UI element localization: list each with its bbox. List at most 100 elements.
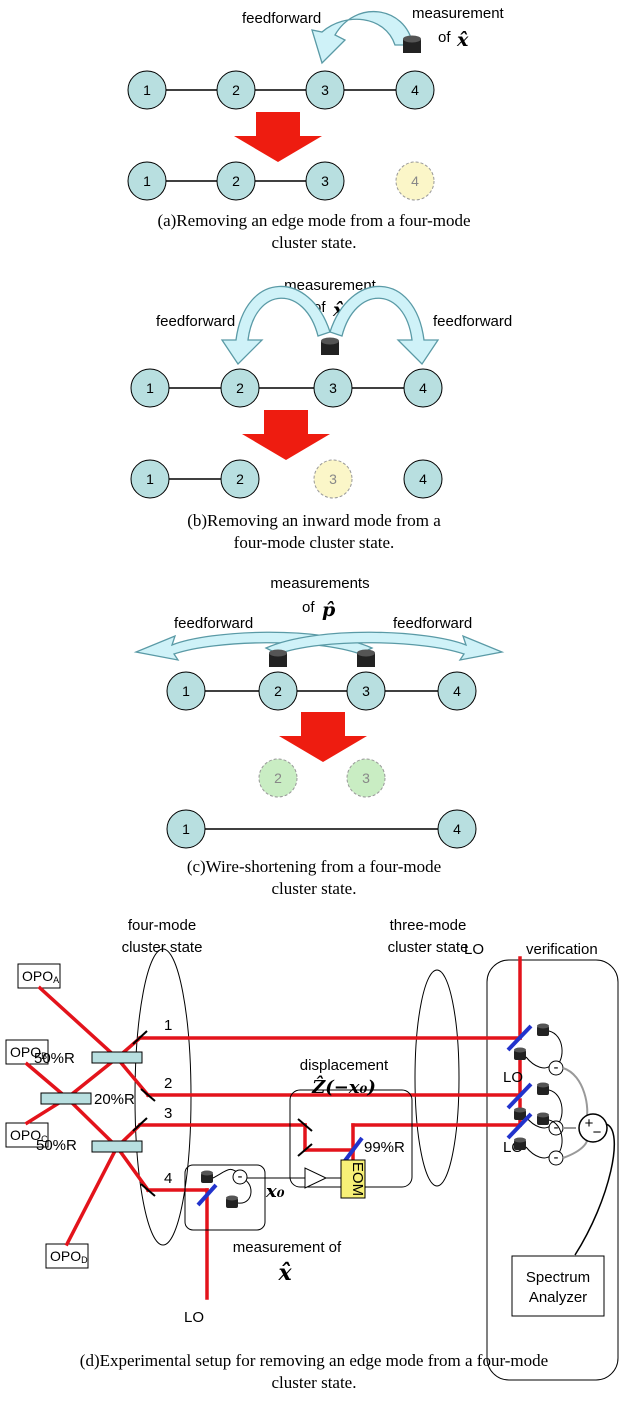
subtractor-node xyxy=(232,1169,248,1185)
svg-text:OPOC: OPOC xyxy=(10,1127,48,1144)
svg-text:2: 2 xyxy=(274,770,282,786)
bs-50-top-label: 50%R xyxy=(34,1050,75,1067)
svg-text:2: 2 xyxy=(232,173,240,189)
panel-c: measurements of 𝒑̂ feedforward feedforwa… xyxy=(133,575,505,898)
measurements-label: measurements xyxy=(270,575,369,592)
svg-text:1: 1 xyxy=(182,821,190,837)
svg-text:1: 1 xyxy=(143,173,151,189)
svg-text:3: 3 xyxy=(329,471,337,487)
verification-box xyxy=(486,959,619,1381)
node-1: 1 xyxy=(127,161,167,201)
svg-text:1: 1 xyxy=(143,82,151,98)
svg-text:1: 1 xyxy=(146,471,154,487)
svg-text:OPOB: OPOB xyxy=(10,1044,47,1061)
caption-line-1: (d)Experimental setup for removing an ed… xyxy=(80,1351,548,1370)
spectrum-analyzer-box: Spectrum Analyzer xyxy=(511,1255,605,1317)
caption-line-1: (b)Removing an inward mode from a xyxy=(187,511,441,530)
feedforward-left-label: feedforward xyxy=(156,313,235,330)
three-mode-label: three-mode xyxy=(390,917,467,934)
mirrors xyxy=(132,1030,313,1197)
x0-label: x₀ xyxy=(265,1181,285,1202)
removed-node-4: 4 xyxy=(395,161,435,201)
four-mode-label-2: cluster state xyxy=(122,939,203,956)
displacement-operator: Ẑ(−x₀) xyxy=(311,1074,376,1098)
svg-text:Analyzer: Analyzer xyxy=(529,1289,587,1306)
svg-text:2: 2 xyxy=(232,82,240,98)
caption-line-2: cluster state. xyxy=(272,1373,357,1392)
node-1: 1 xyxy=(166,809,206,849)
analyzer-wire xyxy=(574,1123,616,1256)
node-3: 3 xyxy=(305,70,345,110)
svg-text:2: 2 xyxy=(274,683,282,699)
caption-line-2: cluster state. xyxy=(272,233,357,252)
four-mode-label: four-mode xyxy=(128,917,196,934)
node-2: 2 xyxy=(220,459,260,499)
node-2: 2 xyxy=(220,368,260,408)
removed-node-3: 3 xyxy=(346,758,386,798)
caption-line-1: (a)Removing an edge mode from a four-mod… xyxy=(157,211,470,230)
p-hat-symbol: 𝒑̂ xyxy=(322,599,336,621)
lo-label: LO xyxy=(464,941,484,958)
beam-splitter-99 xyxy=(342,1136,364,1164)
feedforward-right-label: feedforward xyxy=(433,313,512,330)
svg-text:4: 4 xyxy=(453,683,461,699)
node-1: 1 xyxy=(127,70,167,110)
measurement-of-label: measurement of xyxy=(233,1239,342,1256)
svg-text:2: 2 xyxy=(236,380,244,396)
feedforward-right-label: feedforward xyxy=(393,615,472,632)
amplifier-icon xyxy=(304,1167,328,1189)
caption-line-2: cluster state. xyxy=(272,879,357,898)
detector-icon xyxy=(269,649,287,667)
of-label: of xyxy=(302,599,315,616)
eom-modulator: EOM xyxy=(340,1159,366,1199)
opo-d-box: OPOD xyxy=(45,1243,89,1269)
svg-text:1: 1 xyxy=(146,380,154,396)
node-4: 4 xyxy=(403,368,443,408)
opo-a-box: OPOA xyxy=(17,963,61,989)
sum-node: + − xyxy=(578,1113,608,1143)
homodyne-detector-2: LO - xyxy=(503,1069,564,1136)
detector-icon xyxy=(226,1195,238,1208)
lo-label: LO xyxy=(184,1309,204,1326)
svg-text:Spectrum: Spectrum xyxy=(526,1269,590,1286)
svg-text:−: − xyxy=(593,1124,602,1141)
x-hat-symbol: 𝒙̂ xyxy=(456,29,469,51)
node-2: 2 xyxy=(216,70,256,110)
node-2: 2 xyxy=(258,671,298,711)
svg-text:1: 1 xyxy=(182,683,190,699)
svg-text:3: 3 xyxy=(329,380,337,396)
three-mode-label-2: cluster state xyxy=(388,939,469,956)
node-1: 1 xyxy=(130,459,170,499)
x-hat-symbol: 𝒙̂ xyxy=(277,1260,292,1286)
minus-sign: - xyxy=(238,1168,243,1185)
feedforward-left-arrow xyxy=(220,285,331,366)
feedforward-right-arrow xyxy=(264,631,505,661)
svg-text:LO: LO xyxy=(503,1069,523,1086)
bs-99-label: 99%R xyxy=(364,1139,405,1156)
homodyne-splitter xyxy=(196,1183,218,1207)
detector-icon xyxy=(321,337,339,355)
transition-arrow xyxy=(242,410,330,460)
svg-text:2: 2 xyxy=(236,471,244,487)
panel-a: feedforward measurement of 𝒙̂ 1 2 3 4 1 … xyxy=(127,5,505,252)
removed-node-2: 2 xyxy=(258,758,298,798)
mode-4-label: 4 xyxy=(164,1170,172,1187)
measurement-label: measurement xyxy=(284,277,377,294)
svg-text:EOM: EOM xyxy=(349,1162,366,1196)
svg-text:OPOD: OPOD xyxy=(50,1248,88,1265)
svg-text:OPOA: OPOA xyxy=(22,968,59,985)
node-4: 4 xyxy=(403,459,443,499)
node-2: 2 xyxy=(216,161,256,201)
detector-icon xyxy=(403,35,421,53)
mode-1-label: 1 xyxy=(164,1017,172,1034)
node-3: 3 xyxy=(305,161,345,201)
svg-text:4: 4 xyxy=(453,821,461,837)
detector-icon xyxy=(201,1170,213,1183)
removed-node-3: 3 xyxy=(313,459,353,499)
transition-arrow xyxy=(279,712,367,762)
svg-text:3: 3 xyxy=(362,770,370,786)
feedforward-right-arrow xyxy=(329,285,440,366)
svg-text:3: 3 xyxy=(321,82,329,98)
svg-text:4: 4 xyxy=(411,82,419,98)
